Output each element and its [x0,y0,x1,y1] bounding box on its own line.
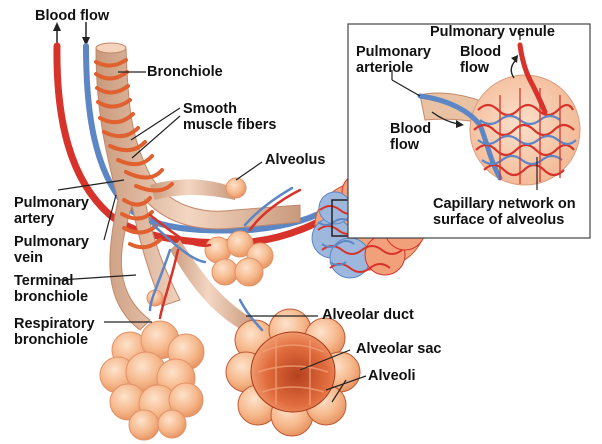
label-bronchiole: Bronchiole [147,64,223,80]
label-pulmonary-arteriole: Pulmonary arteriole [356,44,431,76]
label-pulmonary-venule: Pulmonary venule [430,24,555,40]
label-terminal-bronchiole: Terminal bronchiole [14,273,88,305]
label-alveolar-duct: Alveolar duct [322,307,414,323]
label-inset-blood-flow-top: Blood flow [460,44,501,76]
blood-flow-arrows [53,22,90,46]
label-pulmonary-vein: Pulmonary vein [14,234,89,266]
label-alveolus: Alveolus [265,152,325,168]
label-capillary-network: Capillary network on surface of alveolus [433,196,576,228]
label-blood-flow: Blood flow [35,8,109,24]
label-respiratory-bronchiole: Respiratory bronchiole [14,316,95,348]
label-inset-blood-flow-left: Blood flow [390,121,431,153]
label-alveolar-sac: Alveolar sac [356,341,441,357]
label-alveoli: Alveoli [368,368,416,384]
label-pulmonary-artery: Pulmonary artery [14,195,89,227]
label-smooth-muscle-fibers: Smooth muscle fibers [183,101,277,133]
alveolar-sac-cluster [226,309,360,436]
left-alveolar-cluster [100,290,204,440]
